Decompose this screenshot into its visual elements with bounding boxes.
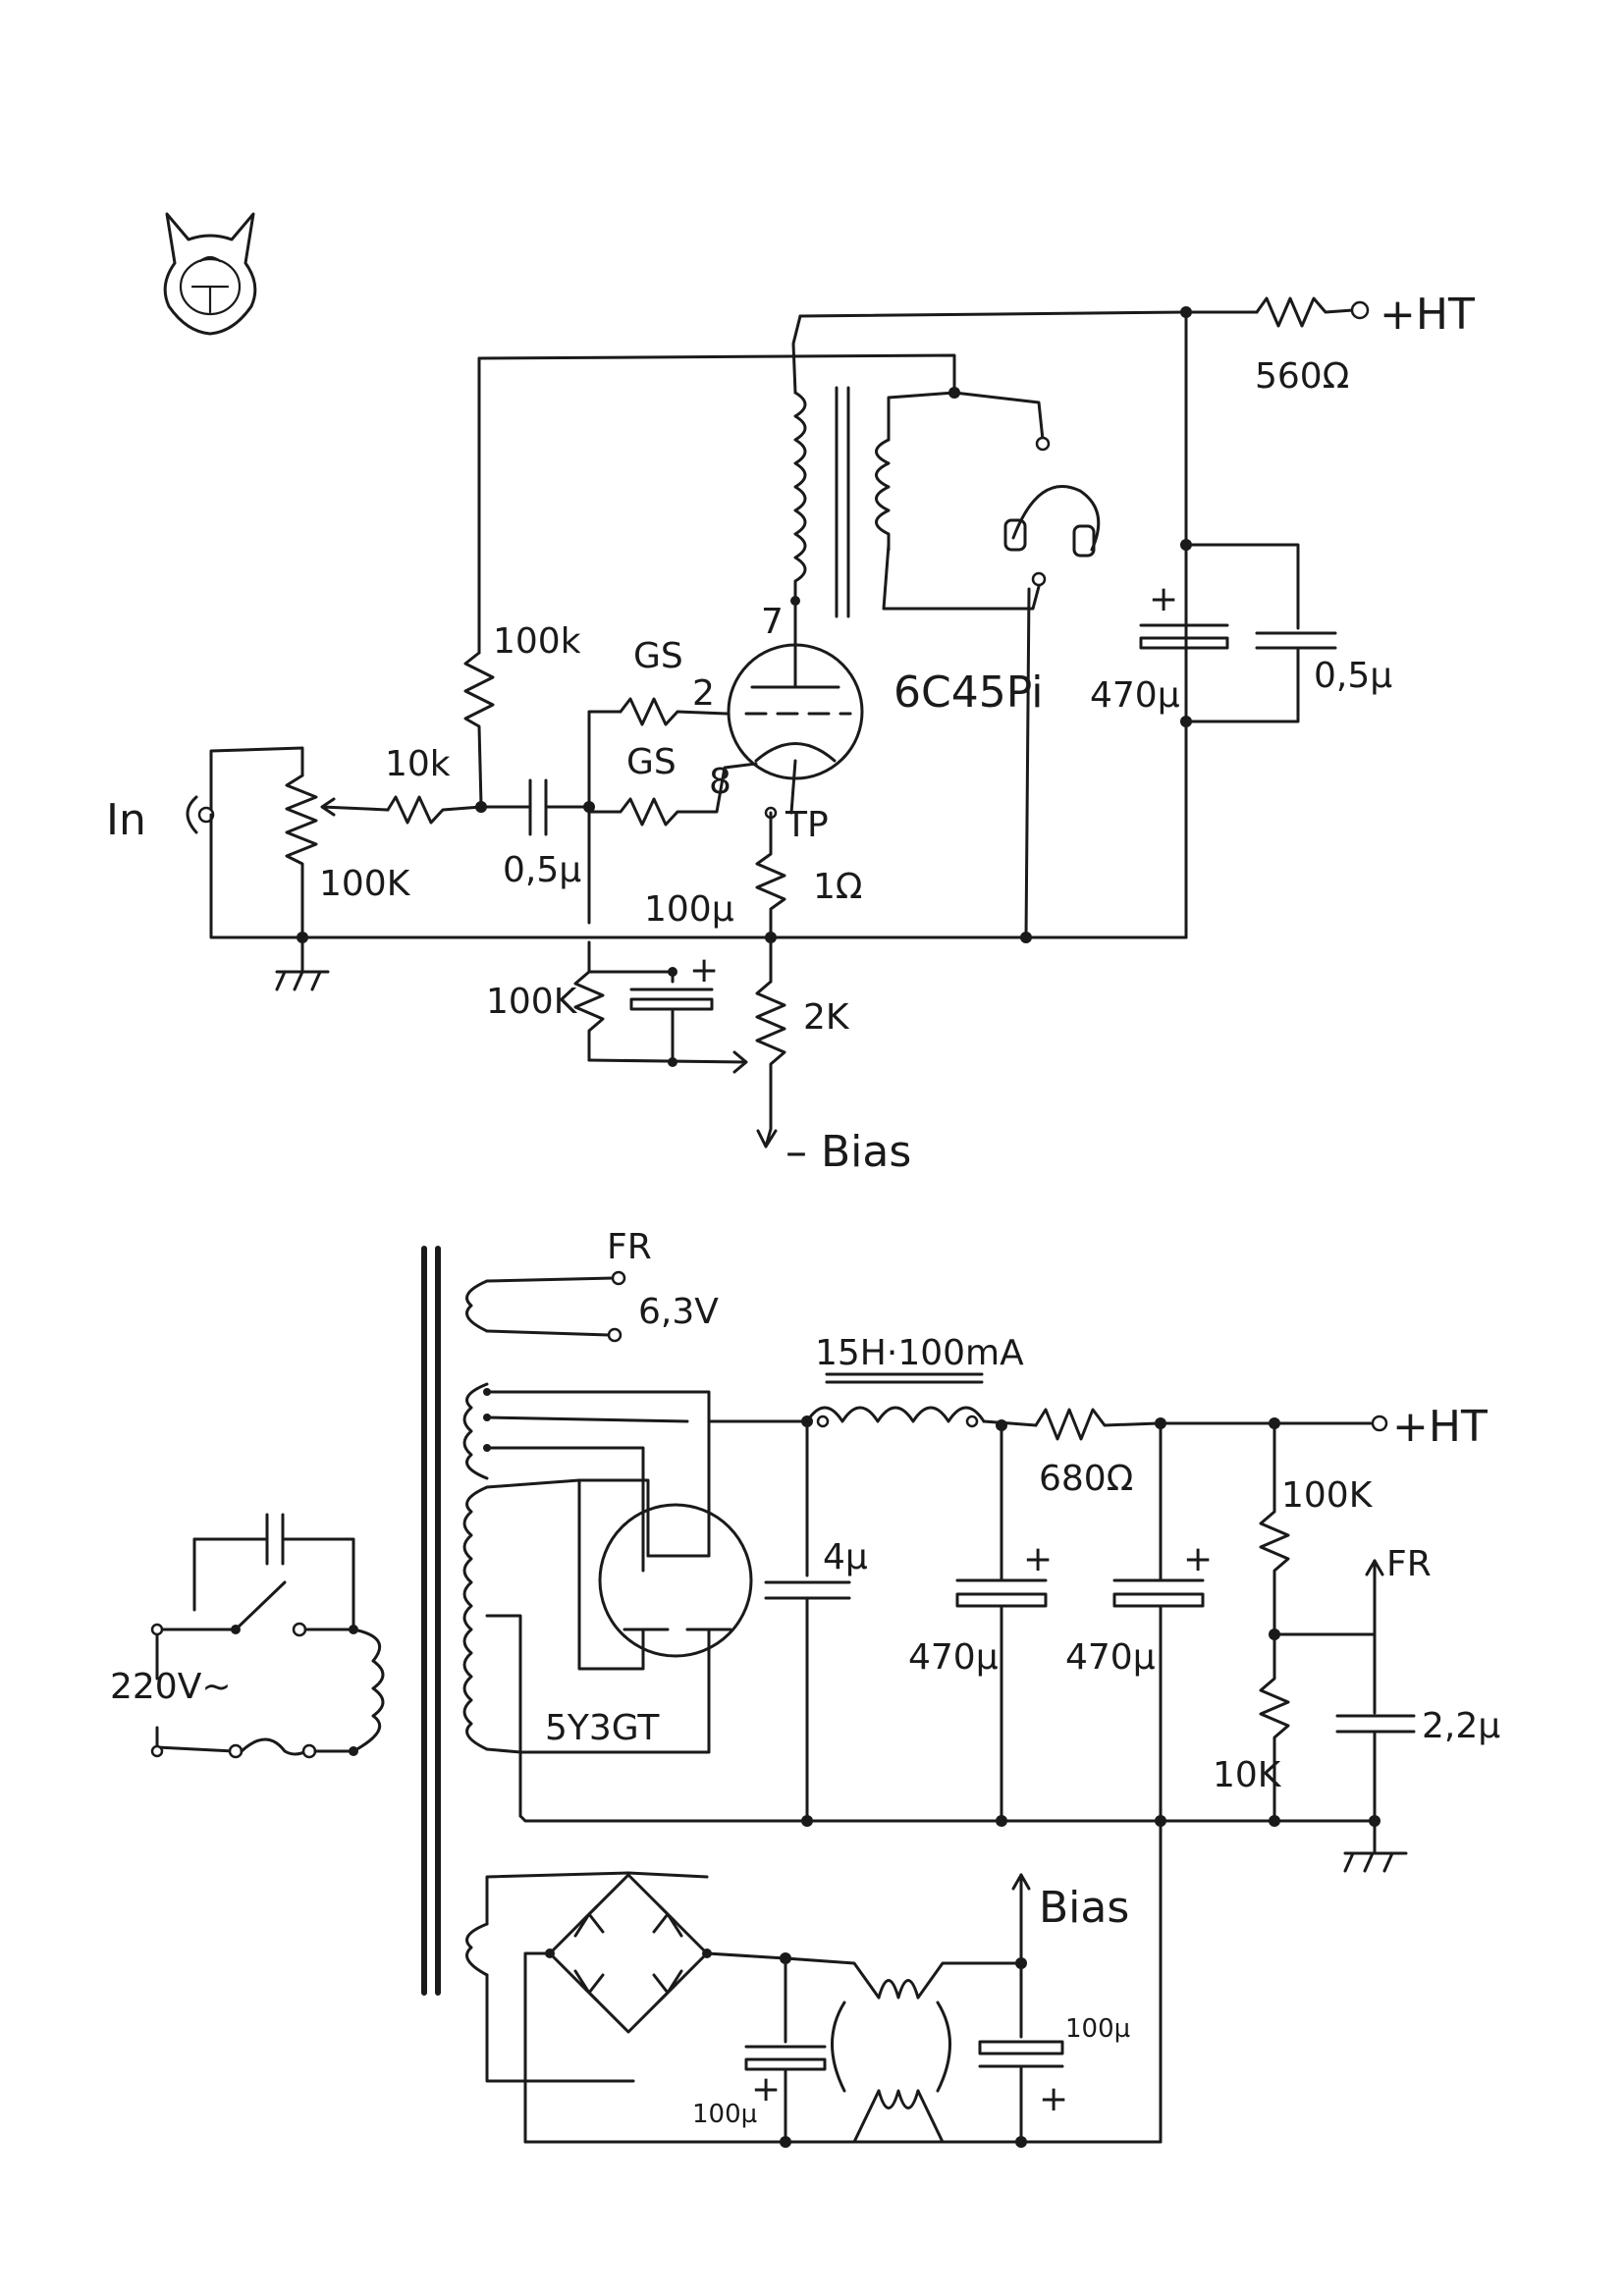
divider-cap-label: 2,2µ (1422, 1706, 1500, 1746)
cap-470-a-label: 470µ (908, 1637, 999, 1678)
resistor-1ohm (755, 811, 786, 939)
heater-voltage-label: 6,3V (638, 1292, 719, 1332)
grid-leak-label: 100K (486, 982, 578, 1022)
cap-4u (764, 1580, 851, 1600)
grid-stopper-1-label: GS (633, 636, 683, 676)
divider-top-label: 100K (1281, 1475, 1374, 1516)
bias-cap-label: 100µ (644, 889, 734, 930)
heater-label: FR (607, 1227, 652, 1267)
supply-resistor-label: 560Ω (1255, 356, 1349, 397)
resistor-560 (1255, 296, 1355, 328)
ht-winding-lower (462, 1478, 581, 1818)
cap-470-a (955, 1578, 1048, 1608)
cap-470-a-plus: + (1023, 1539, 1053, 1579)
cap-470-b-plus: + (1183, 1539, 1213, 1579)
input-jack (186, 746, 304, 834)
bias-cap-1 (744, 1956, 827, 2144)
ht-winding (462, 1382, 711, 1573)
rectifier-label: 5Y3GT (545, 1708, 660, 1748)
heater-winding (465, 1270, 626, 1343)
mains-switch (155, 1513, 358, 1637)
psu-ht-label: +HT (1392, 1402, 1488, 1452)
bias-pot-2k (587, 980, 786, 1131)
cat-logo (163, 212, 257, 336)
bias-out-label: Bias (1039, 1883, 1129, 1933)
grid-stopper-2-label: GS (626, 742, 677, 782)
bias-output-label: – Bias (785, 1127, 911, 1177)
grid-stopper-1 (619, 697, 729, 726)
pin-cathode-label: 8 (709, 762, 731, 802)
headphones-icon (1003, 436, 1101, 587)
filter-film-05 (1255, 631, 1337, 650)
coupling-cap-label: 0,5µ (503, 850, 581, 890)
choke-label: 15H·100mA (815, 1333, 1024, 1373)
power-supply-section (150, 1246, 1416, 2148)
bias-pot-label: 2K (803, 997, 850, 1038)
dropper-resistor-label: 680Ω (1039, 1459, 1133, 1499)
filter-elco-label: 470µ (1090, 675, 1180, 716)
resistor-680 (1034, 1408, 1161, 1441)
pin-plate-label: 7 (761, 602, 784, 642)
choke-15h (805, 1372, 986, 1428)
divider-10k (1259, 1632, 1290, 1823)
volume-pot-label: 100K (319, 864, 411, 904)
bias-choke (784, 1956, 1023, 2144)
pin-grid-label: 2 (692, 673, 715, 714)
mains-primary (352, 1628, 385, 1753)
divider-100k (1259, 1421, 1290, 1636)
input-label: In (106, 795, 146, 845)
series-resistor-label: 10k (385, 744, 451, 784)
bias-cap-2 (978, 1961, 1064, 2144)
resistor-100k-plate (463, 651, 495, 807)
cap-4u-label: 4µ (823, 1537, 868, 1577)
volume-pot-100k (285, 774, 390, 939)
mains-fuse (155, 1737, 358, 1759)
bridge-rectifier (545, 1873, 712, 2034)
bias-elco-100 (629, 988, 714, 1011)
rectifier-5y3gt (518, 1478, 753, 1754)
bias-cap-2-label: 100µ (1065, 2014, 1130, 2044)
filter-elco-470 (1139, 623, 1229, 650)
plate-load-label: 100k (493, 621, 581, 662)
divider-bottom-label: 10K (1213, 1755, 1282, 1795)
output-transformer-primary (793, 391, 807, 603)
tube-label: 6C45Pi (893, 667, 1044, 718)
grid-leak-100k (573, 970, 605, 1062)
bias-winding (465, 1871, 709, 2083)
amp-ht-label: +HT (1380, 290, 1475, 340)
bias-cap-1-label: 100µ (692, 2100, 757, 2129)
cathode-resistor-label: 1Ω (813, 867, 862, 907)
cap-470-b (1112, 1578, 1205, 1608)
coupling-cap-05 (479, 778, 591, 836)
mains-label: 220V~ (110, 1667, 232, 1707)
filter-film-label: 0,5µ (1314, 656, 1392, 696)
test-point-label: TP (785, 805, 829, 845)
cap-470-b-label: 470µ (1065, 1637, 1156, 1678)
cap-2-2u (1335, 1632, 1416, 1823)
tube-6c45pi (727, 596, 864, 820)
bias-cap-1-plus: + (751, 2069, 781, 2109)
svg-text:+: + (1149, 579, 1178, 619)
grid-stopper-2 (587, 762, 758, 827)
resistor-10k (386, 795, 483, 825)
amplifier-section: + (186, 296, 1370, 1148)
fr-out-label: FR (1386, 1544, 1432, 1584)
bias-cap-2-plus: + (1039, 2079, 1068, 2119)
bias-elco-plus: + (689, 950, 719, 990)
